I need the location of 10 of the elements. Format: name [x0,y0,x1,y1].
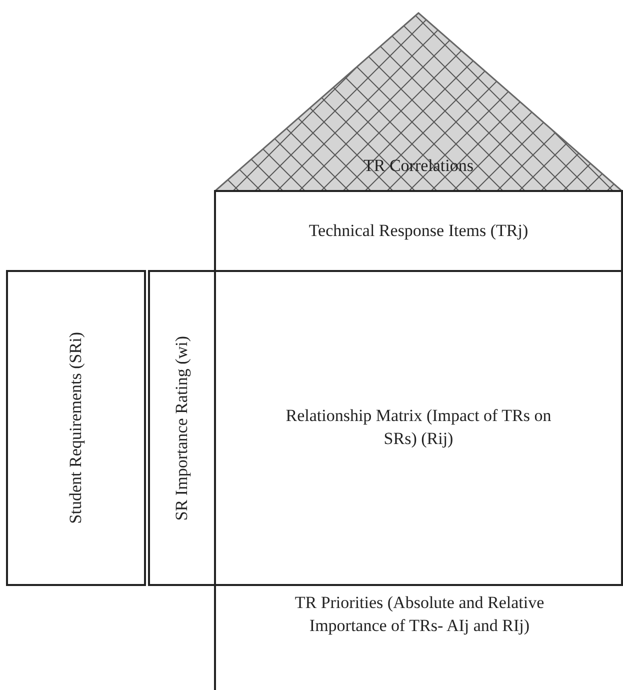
label-text: Technical Response Items (TRj) [308,220,528,242]
label-text: Student Requirements (SRi) [64,332,86,524]
header-box [214,190,623,272]
requirements-box [6,270,146,586]
matrix-box [214,270,623,586]
label-text: TR Priorities (Absolute and Relative Importance of TRs- AIj and RIj) [294,592,546,637]
roof-triangle [214,12,623,192]
label-text: SR Importance Rating (wi) [170,336,192,520]
label-text: Relationship Matrix (Impact of TRs on SRs) (Rij) [284,405,552,450]
rating-box [148,270,216,586]
